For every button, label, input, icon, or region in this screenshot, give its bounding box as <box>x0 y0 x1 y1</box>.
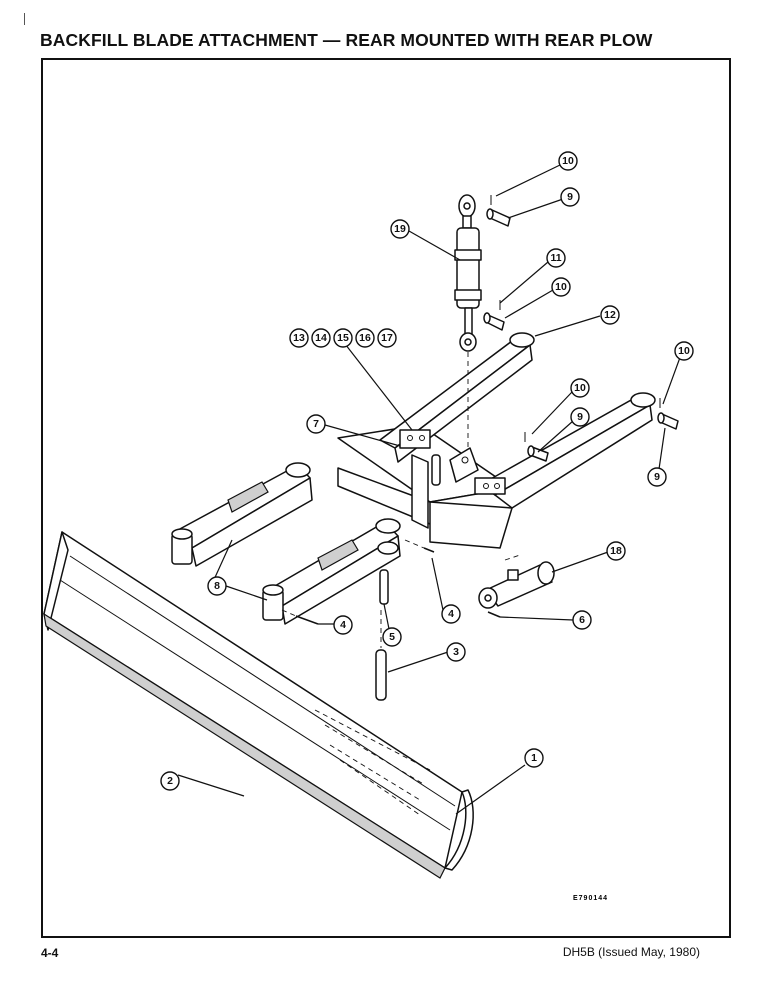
callout-15: 15 <box>333 328 353 348</box>
callout-label: 3 <box>453 646 459 658</box>
drawing-code: E790144 <box>573 895 608 902</box>
main-frame <box>337 332 656 549</box>
callout-4-right: 4 <box>441 604 461 624</box>
callout-19: 19 <box>390 219 410 239</box>
callout-label: 10 <box>555 281 567 293</box>
callout-label: 9 <box>577 411 583 423</box>
callout-label: 10 <box>574 382 586 394</box>
callout-label: 13 <box>293 332 305 344</box>
callout-5: 5 <box>382 627 402 647</box>
callout-1: 1 <box>524 748 544 768</box>
callout-label: 14 <box>315 332 327 344</box>
angle-cylinder <box>478 554 555 609</box>
callout-9-right: 9 <box>647 467 667 487</box>
callout-10-mid: 10 <box>551 277 571 297</box>
callout-9-center: 9 <box>570 407 590 427</box>
callout-label: 17 <box>381 332 393 344</box>
callout-label: 8 <box>214 580 220 592</box>
page-title: BACKFILL BLADE ATTACHMENT — REAR MOUNTED… <box>40 30 653 50</box>
callout-2: 2 <box>160 771 180 791</box>
callout-6: 6 <box>572 610 592 630</box>
callout-10-right: 10 <box>674 341 694 361</box>
callout-label: 4 <box>448 608 454 620</box>
callout-label: 18 <box>610 545 622 557</box>
callout-label: 11 <box>550 252 561 264</box>
callout-label: 5 <box>389 631 395 643</box>
callout-12: 12 <box>600 305 620 325</box>
callout-10-center: 10 <box>570 378 590 398</box>
callout-10-top: 10 <box>558 151 578 171</box>
callout-18: 18 <box>606 541 626 561</box>
callout-label: 9 <box>567 191 573 203</box>
callout-label: 1 <box>531 752 537 764</box>
callout-17: 17 <box>377 328 397 348</box>
callout-4-left: 4 <box>333 615 353 635</box>
callout-label: 2 <box>167 775 173 787</box>
document-reference: DH5B (Issued May, 1980) <box>562 945 700 959</box>
callout-label: 19 <box>394 223 406 235</box>
callout-13: 13 <box>289 328 309 348</box>
callout-7: 7 <box>306 414 326 434</box>
callout-label: 10 <box>562 155 574 167</box>
tilt-cylinder <box>454 194 482 450</box>
drawing-frame <box>41 58 731 938</box>
pins-and-hardware <box>281 195 679 701</box>
callout-16: 16 <box>355 328 375 348</box>
push-arm-lower <box>262 518 401 625</box>
callout-label: 4 <box>340 619 346 631</box>
callout-label: 6 <box>579 614 585 626</box>
page-number: 4-4 <box>41 946 59 960</box>
callout-label: 9 <box>654 471 660 483</box>
callout-label: 12 <box>604 309 616 321</box>
callout-label: 7 <box>313 418 319 430</box>
callout-label: 15 <box>337 332 349 344</box>
callout-label: 16 <box>359 332 371 344</box>
callout-3: 3 <box>446 642 466 662</box>
callout-14: 14 <box>311 328 331 348</box>
callout-label: 10 <box>678 345 690 357</box>
push-arm-upper <box>171 462 313 567</box>
backfill-blade <box>43 531 474 879</box>
margin-mark <box>24 13 25 25</box>
callout-8: 8 <box>207 576 227 596</box>
callout-9-top: 9 <box>560 187 580 207</box>
callout-11: 11 <box>546 248 566 268</box>
leader-lines <box>177 164 683 815</box>
